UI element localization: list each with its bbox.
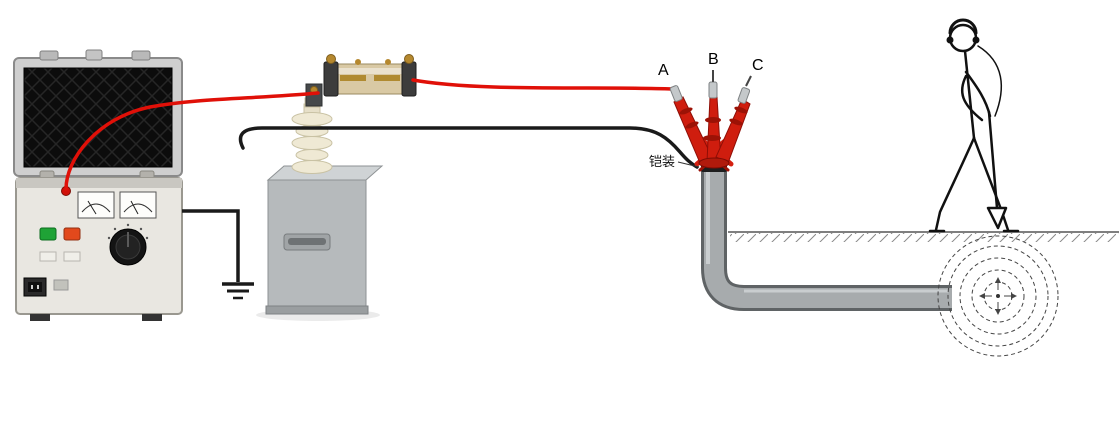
button-label-plate-left bbox=[39, 251, 57, 262]
control-unit bbox=[15, 177, 183, 321]
wave-ring bbox=[959, 257, 1037, 335]
ground-hatch bbox=[730, 233, 1119, 242]
knob-tick bbox=[113, 227, 117, 231]
foam-insert bbox=[23, 67, 173, 168]
cone-c-body bbox=[715, 98, 751, 164]
foot-left bbox=[30, 314, 50, 321]
acoustic-sensor bbox=[986, 206, 1008, 230]
case-hinge-right bbox=[131, 50, 151, 61]
meter-left bbox=[77, 191, 115, 219]
hv-wire-capacitor-to-termination bbox=[411, 78, 674, 91]
voltage-control-knob bbox=[107, 223, 149, 266]
panel-hinge-strip bbox=[16, 178, 182, 188]
earth-symbol bbox=[222, 282, 254, 300]
ground-connection bbox=[182, 209, 254, 300]
pipe-body bbox=[704, 168, 952, 308]
foot-right bbox=[142, 314, 162, 321]
cone-b-skirt bbox=[705, 117, 721, 123]
meter-left-scale bbox=[81, 203, 111, 213]
electrode-right bbox=[374, 75, 400, 81]
armor-leader-line bbox=[677, 161, 700, 168]
fitting-nut-mid-left bbox=[355, 59, 361, 65]
button-label-plate-right bbox=[63, 251, 81, 262]
phase-c-label: C bbox=[752, 57, 764, 74]
hv-transformer bbox=[256, 97, 384, 321]
cone-b-ferrule bbox=[708, 81, 718, 99]
socket-recess bbox=[28, 282, 42, 292]
phase-a-cone bbox=[669, 85, 713, 164]
knob-tick bbox=[107, 236, 111, 240]
leg-front bbox=[934, 136, 976, 232]
case-lid bbox=[13, 49, 183, 177]
electrode-left bbox=[340, 75, 366, 81]
headphone-earcup-left bbox=[946, 36, 954, 44]
wave-ring bbox=[937, 235, 1059, 357]
phase-a-label: A bbox=[658, 62, 669, 79]
operator-figure bbox=[928, 18, 1020, 233]
cone-c-skirt bbox=[729, 118, 743, 126]
hv-wire-instrument-to-capacitor bbox=[64, 91, 320, 191]
fuse-holder bbox=[53, 279, 69, 291]
armor-label: 铠装 bbox=[649, 154, 675, 169]
buried-cable-pipe bbox=[701, 168, 952, 311]
knob-tick bbox=[139, 227, 143, 231]
meter-right-face bbox=[119, 191, 157, 219]
handle-bar bbox=[288, 238, 326, 245]
case-hinge-left bbox=[39, 50, 59, 61]
head bbox=[948, 23, 978, 53]
knob-tick bbox=[145, 236, 149, 240]
hv-bushing bbox=[291, 97, 333, 174]
end-cap-left bbox=[323, 61, 339, 97]
cone-a-ferrule bbox=[669, 85, 683, 102]
fault-point bbox=[996, 294, 1000, 298]
termination-collar bbox=[698, 157, 730, 169]
knob-tick bbox=[126, 223, 130, 227]
power-socket bbox=[23, 277, 47, 297]
meter-left-needle bbox=[87, 200, 97, 215]
socket-pin-right bbox=[37, 285, 39, 289]
bushing-skirt bbox=[291, 112, 333, 126]
discharge-capacitor bbox=[305, 54, 417, 107]
headphones-band bbox=[948, 18, 978, 35]
cone-b-skirt bbox=[703, 135, 721, 141]
sensor-rod bbox=[987, 110, 999, 210]
phase-b-label: B bbox=[708, 51, 719, 68]
transformer-base bbox=[265, 305, 369, 315]
signal-waves bbox=[937, 235, 1059, 357]
test-instrument bbox=[13, 49, 183, 321]
cone-c-ferrule bbox=[737, 87, 751, 104]
cable-termination: 铠装 A B C bbox=[649, 51, 764, 172]
bushing-skirt bbox=[291, 136, 333, 150]
socket-pin-left bbox=[31, 285, 33, 289]
case-handle bbox=[85, 49, 103, 61]
cone-a-skirt bbox=[685, 121, 699, 129]
start-button-green bbox=[39, 227, 57, 241]
meter-left-face bbox=[77, 191, 115, 219]
wave-ring bbox=[971, 269, 1025, 323]
terminal-nut-right bbox=[404, 54, 414, 64]
bushing-skirt bbox=[291, 160, 333, 174]
bushing-skirt bbox=[295, 149, 329, 161]
transformer-handle bbox=[283, 233, 331, 251]
terminal-nut-left bbox=[326, 54, 336, 64]
wave-ring bbox=[947, 245, 1049, 347]
ground-wire bbox=[182, 209, 240, 282]
meter-right-scale bbox=[123, 203, 153, 213]
fitting-nut-mid-right bbox=[385, 59, 391, 65]
headphone-cable bbox=[977, 45, 1003, 117]
stop-button-red bbox=[63, 227, 81, 241]
sheath-return-wire bbox=[238, 126, 699, 169]
cone-c-skirt bbox=[734, 106, 748, 114]
glass-highlight bbox=[336, 68, 404, 74]
phase-c-cone bbox=[715, 75, 752, 164]
torso bbox=[963, 49, 976, 140]
arm-back bbox=[961, 74, 984, 122]
meter-right-needle bbox=[130, 200, 139, 215]
meter-right bbox=[119, 191, 157, 219]
cone-a-skirt bbox=[679, 107, 693, 115]
headphone-earcup-right bbox=[972, 36, 980, 44]
cone-c-conductor-stub bbox=[745, 75, 752, 87]
ground-surface bbox=[728, 231, 1119, 242]
